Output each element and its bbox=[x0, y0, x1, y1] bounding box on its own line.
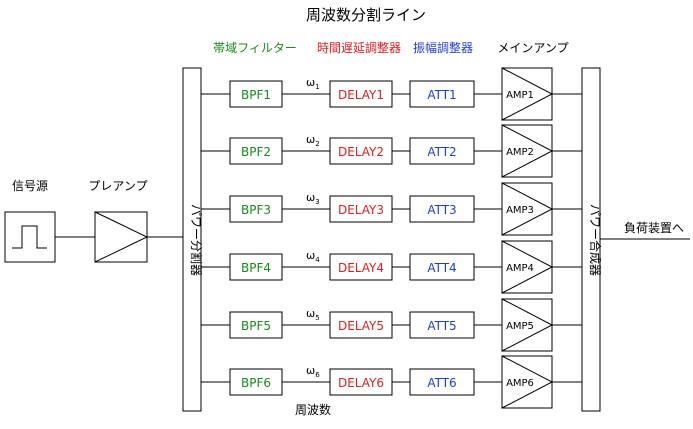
amp-box bbox=[501, 298, 553, 352]
amp-box bbox=[501, 67, 553, 121]
bpf-box bbox=[229, 253, 283, 281]
delay-label: DELAY6 bbox=[338, 376, 384, 390]
splitter-label: パワー分割器 bbox=[189, 204, 204, 276]
att-box bbox=[409, 368, 475, 396]
source-label: 信号源 bbox=[12, 179, 48, 193]
header-delay: 時間遅延調整器 bbox=[317, 40, 401, 55]
diagram-title: 周波数分割ライン bbox=[306, 6, 426, 24]
bpf-label: BPF3 bbox=[241, 203, 271, 217]
header-bpf: 帯域フィルター bbox=[213, 41, 297, 55]
delay-box bbox=[329, 311, 393, 339]
omega-symbol: ω bbox=[306, 76, 315, 89]
amp-triangle-icon bbox=[501, 240, 554, 294]
delay-label: DELAY3 bbox=[338, 203, 384, 217]
att-label: ATT2 bbox=[427, 145, 456, 159]
delay-label: DELAY2 bbox=[338, 145, 384, 159]
omega-subscript: 6 bbox=[315, 371, 320, 379]
bpf-label: BPF1 bbox=[241, 88, 271, 102]
bpf-label: BPF2 bbox=[241, 145, 271, 159]
combiner-label: パワー合成器 bbox=[588, 204, 603, 276]
preamp-label: プレアンプ bbox=[88, 179, 147, 193]
bpf-label: BPF5 bbox=[241, 319, 271, 333]
amp-triangle-icon bbox=[501, 67, 554, 121]
header-amp: メインアンプ bbox=[497, 41, 568, 55]
preamp-box bbox=[94, 211, 148, 263]
preamp-triangle-icon bbox=[94, 211, 149, 263]
omega-label: ω1 bbox=[306, 76, 320, 91]
amp-box bbox=[501, 182, 553, 236]
omega-subscript: 3 bbox=[315, 198, 319, 206]
bpf-label: BPF6 bbox=[241, 376, 271, 390]
bpf-box bbox=[229, 80, 283, 108]
amp-box bbox=[501, 240, 553, 294]
frequency-label: 周波数 bbox=[295, 402, 331, 417]
amp-label: AMP2 bbox=[506, 147, 534, 158]
omega-subscript: 4 bbox=[315, 256, 320, 264]
delay-box bbox=[329, 253, 393, 281]
omega-symbol: ω bbox=[306, 133, 315, 146]
amp-label: AMP1 bbox=[506, 90, 534, 101]
delay-label: DELAY5 bbox=[338, 319, 384, 333]
att-label: ATT1 bbox=[427, 88, 456, 102]
att-label: ATT3 bbox=[427, 203, 456, 217]
header-att: 振幅調整器 bbox=[413, 40, 473, 55]
omega-subscript: 2 bbox=[315, 140, 319, 148]
amp-box bbox=[501, 124, 553, 178]
omega-subscript: 1 bbox=[315, 83, 319, 91]
omega-label: ω3 bbox=[306, 191, 320, 206]
omega-symbol: ω bbox=[306, 191, 315, 204]
omega-label: ω4 bbox=[306, 249, 320, 264]
splitter-bar bbox=[182, 67, 202, 412]
delay-box bbox=[329, 80, 393, 108]
omega-symbol: ω bbox=[306, 307, 315, 320]
amp-label: AMP3 bbox=[506, 205, 534, 216]
bpf-label: BPF4 bbox=[241, 261, 271, 275]
amp-triangle-icon bbox=[501, 298, 554, 352]
amp-triangle-icon bbox=[501, 124, 554, 178]
delay-box bbox=[329, 137, 393, 165]
amp-label: AMP6 bbox=[506, 378, 534, 389]
omega-label: ω6 bbox=[306, 364, 320, 379]
amp-label: AMP5 bbox=[506, 321, 534, 332]
omega-symbol: ω bbox=[306, 364, 315, 377]
omega-label: ω2 bbox=[306, 133, 320, 148]
att-label: ATT5 bbox=[427, 319, 456, 333]
bpf-box bbox=[229, 368, 283, 396]
delay-label: DELAY4 bbox=[338, 261, 384, 275]
omega-symbol: ω bbox=[306, 249, 315, 262]
pulse-icon bbox=[12, 225, 47, 249]
att-box bbox=[409, 195, 475, 223]
amp-triangle-icon bbox=[501, 355, 554, 409]
amp-label: AMP4 bbox=[506, 263, 534, 274]
amp-triangle-icon bbox=[501, 182, 554, 236]
output-label: 負荷装置へ bbox=[624, 221, 684, 235]
bpf-box bbox=[229, 195, 283, 223]
omega-label: ω5 bbox=[306, 307, 320, 322]
delay-box bbox=[329, 195, 393, 223]
omega-subscript: 5 bbox=[315, 314, 319, 322]
signal-source-box bbox=[4, 211, 56, 263]
att-label: ATT4 bbox=[427, 261, 456, 275]
delay-label: DELAY1 bbox=[338, 88, 384, 102]
att-label: ATT6 bbox=[427, 376, 456, 390]
